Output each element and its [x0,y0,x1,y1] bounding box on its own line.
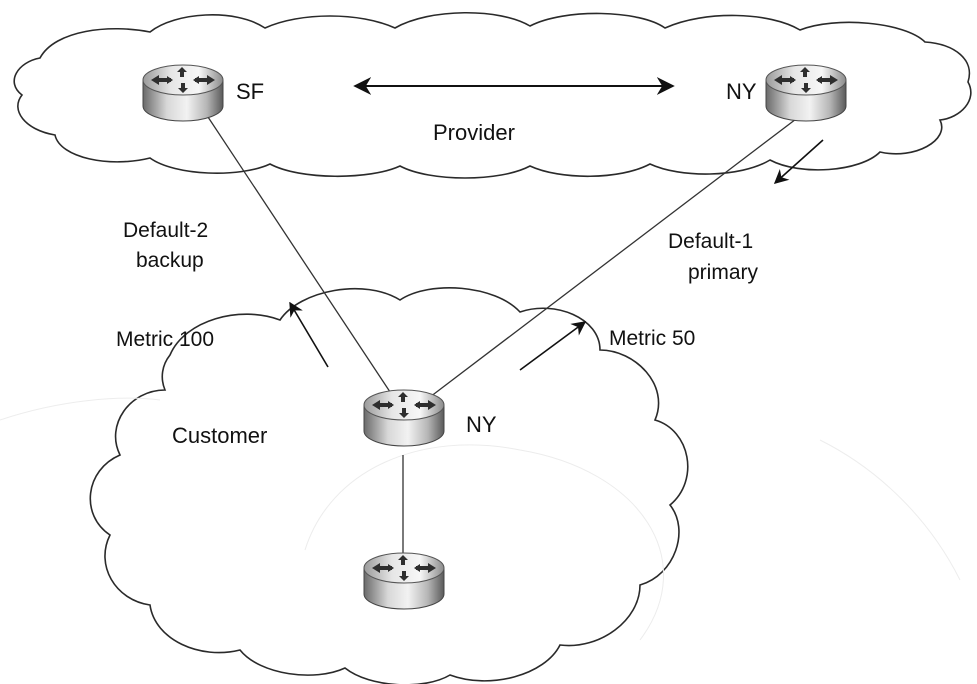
metric-arrow-primary [519,321,587,371]
link-provider-ny-to-customer-ny [429,115,801,398]
customer-label: Customer [172,423,267,448]
metric-primary-label: Metric 50 [609,327,695,350]
backup-label-line2: backup [136,249,204,272]
primary-label-line1: Default-1 [668,230,753,253]
faint-curve [819,439,961,581]
faint-curve [304,444,665,641]
metric-arrow-backup [289,301,329,368]
router-provider-ny-label: NY [726,79,757,104]
primary-label-line2: primary [688,261,759,284]
customer-cloud [89,287,689,684]
router-customer-ny-icon [363,389,445,447]
provider-label: Provider [433,120,515,145]
router-provider-ny-icon [765,64,847,122]
router-sf-label: SF [236,79,264,104]
metric-backup-label: Metric 100 [116,328,214,351]
link-sf-to-customer-ny [205,113,403,411]
router-customer-ny-label: NY [466,412,497,437]
route-arrow-primary-down [773,139,824,184]
faint-curve [0,397,161,421]
provider-cloud [13,11,972,179]
backup-label-line1: Default-2 [123,219,208,242]
router-sf-icon [142,64,224,122]
router-customer-internal-icon [363,552,445,610]
